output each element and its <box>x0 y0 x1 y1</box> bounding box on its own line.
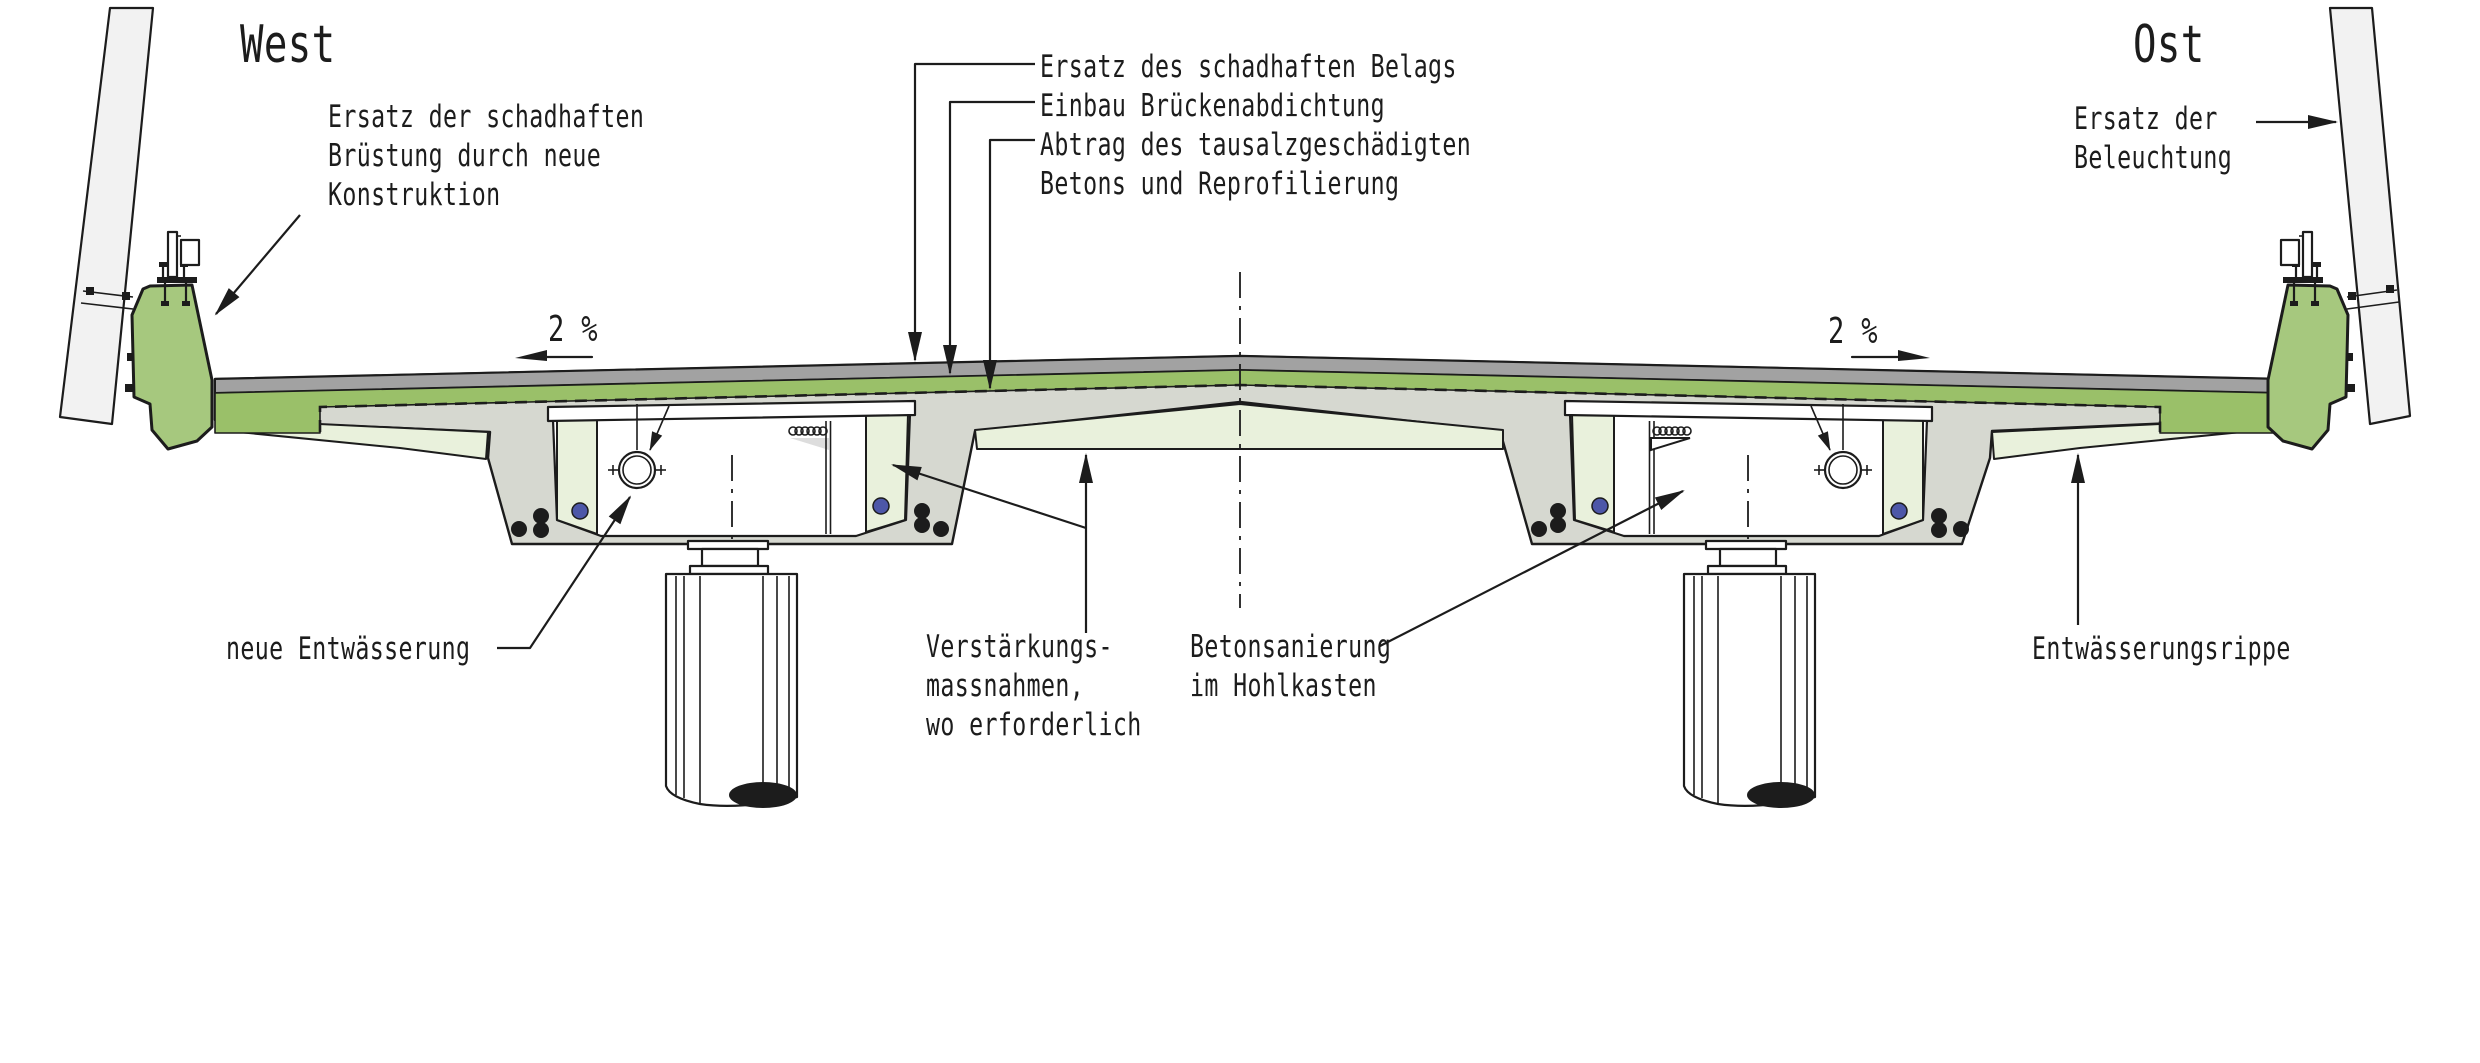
corrugated-duct-icon <box>1650 426 1692 452</box>
label-strengthening: Verstärkungs- massnahmen, wo erforderlic… <box>926 629 1142 743</box>
label-new-drainage: neue Entwässerung <box>226 631 471 667</box>
mid-span-strengthening-layer <box>974 403 1504 450</box>
leader-lines <box>214 62 2338 650</box>
label-concrete-removal: Abtrag des tausalzgeschädigten Betons un… <box>1040 127 1472 202</box>
label-parapet-replacement: Ersatz der schadhaften Brüstung durch ne… <box>328 99 645 213</box>
slope-arrow-left <box>515 350 594 361</box>
right-anchor-fixture <box>2279 230 2323 306</box>
duct-dot-blue <box>1890 502 1908 520</box>
right-pier <box>1682 572 1817 808</box>
label-box-concrete-repair: Betonsanierung im Hohlkasten <box>1190 629 1392 704</box>
label-slope-left: 2 % <box>548 309 598 350</box>
right-lighting-mast <box>2328 6 2412 426</box>
right-parapet-block <box>2266 283 2350 451</box>
left-lighting-mast <box>58 6 155 426</box>
corrugated-duct-icon <box>788 426 829 450</box>
duct-dot-blue <box>872 497 890 515</box>
right-bearing <box>1704 539 1788 576</box>
left-anchor-fixture <box>157 230 201 306</box>
label-drainage-rib: Entwässerungsrippe <box>2032 631 2291 667</box>
left-box-girder <box>546 399 917 800</box>
duct-dot-blue <box>1591 497 1609 515</box>
tendon-dots <box>511 503 1969 538</box>
title-ost: Ost <box>2133 15 2205 75</box>
left-bearing <box>686 539 770 576</box>
label-waterproofing: Einbau Brückenabdichtung <box>1040 88 1385 124</box>
title-west: West <box>240 15 336 75</box>
duct-dot-blue <box>571 502 589 520</box>
drainage-pipe-icon <box>608 404 670 490</box>
slope-arrow-right <box>1850 350 1930 361</box>
drainage-pipe-icon <box>1810 404 1872 490</box>
left-pier <box>664 572 799 808</box>
label-lighting-replacement: Ersatz der Beleuchtung <box>2074 101 2233 176</box>
label-slope-right: 2 % <box>1828 311 1878 352</box>
left-parapet-block <box>130 283 214 451</box>
label-surfacing-replacement: Ersatz des schadhaften Belags <box>1040 49 1457 85</box>
